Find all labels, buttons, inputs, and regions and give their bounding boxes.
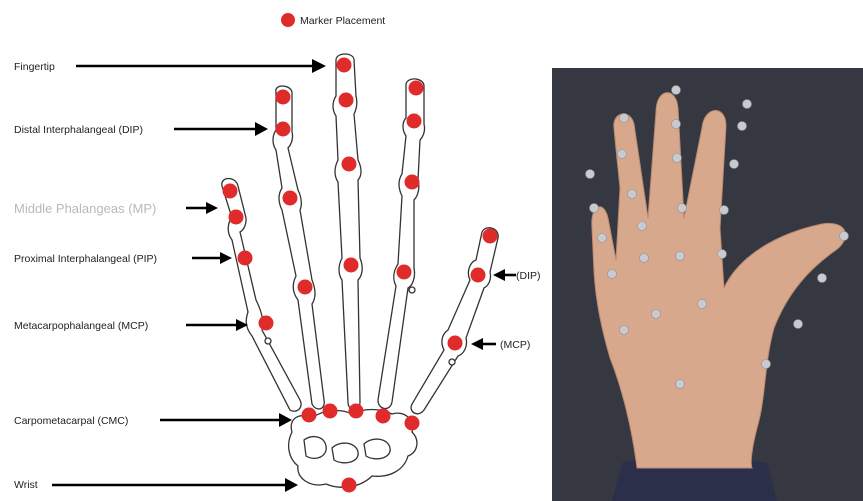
legend-marker-dot bbox=[281, 13, 295, 27]
photo-marker-back-2 bbox=[652, 310, 661, 319]
photo-marker-thumb-tip bbox=[840, 232, 849, 241]
photo-marker-knuckle-2 bbox=[678, 204, 687, 213]
photo-marker-pinky-dip bbox=[590, 204, 599, 213]
label-mcp: Metacarpophalangeal (MCP) bbox=[14, 320, 148, 332]
marker-index-cmc bbox=[376, 409, 391, 424]
photo-marker-ring-pip bbox=[628, 190, 637, 199]
arrowhead-thumb-dip bbox=[493, 269, 505, 281]
hand-skeleton bbox=[222, 54, 498, 487]
carpal-detail-2 bbox=[332, 443, 358, 463]
marker-ring-tip bbox=[276, 90, 291, 105]
photo-marker-index-mcp bbox=[718, 250, 727, 259]
legend-label: Marker Placement bbox=[300, 15, 385, 27]
marker-pinky-dip bbox=[229, 210, 244, 225]
photo-marker-middle-pip bbox=[673, 154, 682, 163]
label-dip: Distal Interphalangeal (DIP) bbox=[14, 124, 143, 136]
marker-ring-cmc bbox=[323, 404, 338, 419]
sesamoid-2 bbox=[409, 287, 415, 293]
photo-marker-index-dip bbox=[738, 122, 747, 131]
arrowhead-mp bbox=[206, 202, 218, 214]
label-pip: Proximal Interphalangeal (PIP) bbox=[14, 253, 157, 265]
label-cmc: Carpometacarpal (CMC) bbox=[14, 415, 128, 427]
photo-marker-pinky-mcp bbox=[608, 270, 617, 279]
index-finger-bone bbox=[378, 79, 425, 409]
hand-photo-drawing bbox=[552, 68, 863, 501]
marker-pinky-cmc bbox=[302, 408, 317, 423]
marker-index-dip bbox=[407, 114, 422, 129]
photo-marker-knuckle-1 bbox=[638, 222, 647, 231]
marker-index-tip bbox=[409, 81, 424, 96]
marker-middle-pip bbox=[342, 157, 357, 172]
marker-thumb-cmc bbox=[405, 416, 420, 431]
marker-pinky-pip bbox=[238, 251, 253, 266]
photo-marker-middle-mcp bbox=[676, 252, 685, 261]
photo-marker-ring-dip bbox=[618, 150, 627, 159]
marker-index-pip bbox=[405, 175, 420, 190]
arrowhead-thumb-mcp bbox=[471, 338, 483, 350]
label-thumb-mcp: (MCP) bbox=[500, 339, 530, 351]
hand-photo bbox=[552, 68, 863, 501]
marker-thumb-tip bbox=[483, 229, 498, 244]
marker-thumb-dip bbox=[471, 268, 486, 283]
sesamoid-3 bbox=[449, 359, 455, 365]
carpal-detail-1 bbox=[304, 437, 326, 459]
photo-marker-ring-mcp bbox=[640, 254, 649, 263]
photo-marker-back-1 bbox=[620, 326, 629, 335]
photo-marker-index-tip bbox=[743, 100, 752, 109]
label-wrist: Wrist bbox=[14, 479, 38, 491]
arrowhead-fingertip bbox=[312, 59, 326, 73]
photo-marker-pinky-pip bbox=[598, 234, 607, 243]
photo-marker-ring-tip bbox=[620, 114, 629, 123]
marker-index-mcp bbox=[397, 265, 412, 280]
photo-marker-middle-dip bbox=[672, 120, 681, 129]
legend: Marker Placement bbox=[281, 13, 385, 27]
marker-middle-dip bbox=[339, 93, 354, 108]
marker-middle-mcp bbox=[344, 258, 359, 273]
photo-marker-pinky-tip bbox=[586, 170, 595, 179]
arrowhead-dip bbox=[255, 122, 268, 136]
arrowhead-wrist bbox=[285, 478, 298, 492]
photo-marker-thumb-dip bbox=[818, 274, 827, 283]
photo-marker-thumb-cmc bbox=[762, 360, 771, 369]
marker-wrist bbox=[342, 478, 357, 493]
photo-marker-thumb-mcp bbox=[794, 320, 803, 329]
marker-pinky-mcp bbox=[259, 316, 274, 331]
marker-ring-pip bbox=[283, 191, 298, 206]
arrowhead-cmc bbox=[279, 413, 292, 427]
photo-marker-middle-tip bbox=[672, 86, 681, 95]
photo-marker-index-pip bbox=[730, 160, 739, 169]
arrowhead-pip bbox=[220, 252, 232, 264]
label-thumb-dip: (DIP) bbox=[516, 270, 541, 282]
marker-ring-mcp bbox=[298, 280, 313, 295]
marker-thumb-mcp bbox=[448, 336, 463, 351]
label-mp: Middle Phalangeas (MP) bbox=[14, 201, 156, 216]
label-fingertip: Fingertip bbox=[14, 61, 55, 73]
thumb-bone bbox=[411, 228, 498, 414]
photo-marker-wrist bbox=[676, 380, 685, 389]
marker-ring-dip bbox=[276, 122, 291, 137]
marker-middle-tip bbox=[337, 58, 352, 73]
carpal-detail-3 bbox=[364, 439, 390, 459]
sesamoid-1 bbox=[265, 338, 271, 344]
marker-pinky-tip bbox=[223, 184, 238, 199]
photo-marker-knuckle-3 bbox=[720, 206, 729, 215]
photo-marker-back-3 bbox=[698, 300, 707, 309]
marker-middle-cmc bbox=[349, 404, 364, 419]
